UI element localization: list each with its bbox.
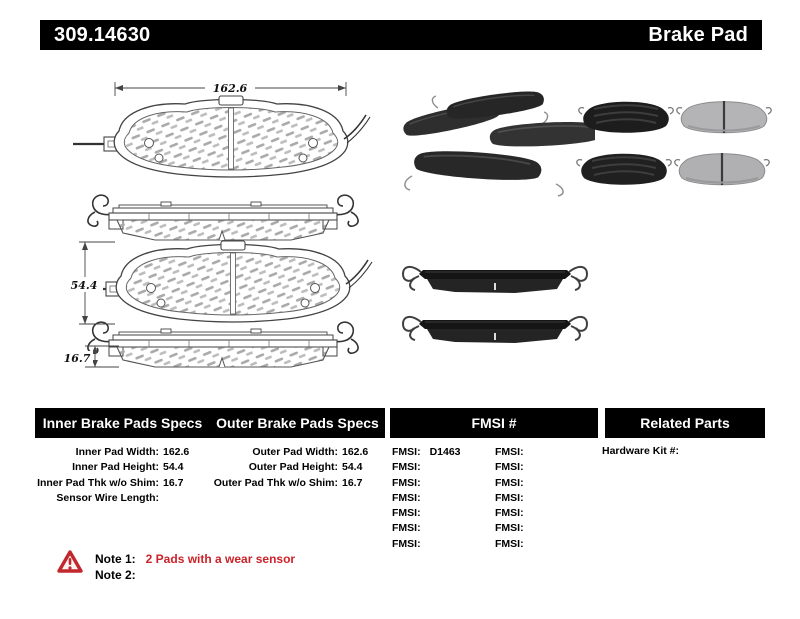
fmsi-label: FMSI:: [392, 491, 421, 504]
pad-edge-view-1: [88, 195, 358, 240]
fmsi-label: FMSI:: [495, 461, 524, 474]
product-name: Brake Pad: [648, 23, 748, 46]
dim-height-label: 54.4: [71, 279, 98, 292]
part-number: 309.14630: [54, 23, 151, 46]
pads-photo-angled-image: [401, 88, 595, 197]
spec-value: 162.6: [342, 446, 369, 458]
spec-label: Outer Pad Width:: [252, 446, 338, 458]
dim-width-label: 162.6: [213, 82, 248, 95]
table-row: Inner Pad Thk w/o Shim: 16.7: [33, 476, 208, 491]
dim-thickness-label: 16.7: [64, 352, 91, 365]
fmsi-label: FMSI:: [392, 476, 421, 489]
spec-label: Inner Pad Thk w/o Shim:: [37, 476, 159, 489]
fmsi-label: FMSI:: [495, 537, 524, 550]
fmsi-label: FMSI:: [392, 537, 421, 550]
fmsi-label: FMSI:: [392, 461, 421, 474]
spec-value: 16.7: [342, 476, 363, 489]
note1-text: 2 Pads with a wear sensor: [145, 552, 296, 566]
fmsi-label: FMSI:: [495, 522, 524, 535]
table-row: FMSI: FMSI:: [392, 491, 598, 506]
dimension-thickness: 16.7: [61, 345, 119, 368]
fmsi-value: D1463: [429, 446, 461, 458]
related-parts-title: Related Parts: [640, 415, 730, 431]
related-parts-header: Related Parts: [605, 408, 765, 438]
table-row: Sensor Wire Length:: [33, 491, 208, 506]
technical-drawing: 162.6 54.4 16.7: [61, 80, 374, 392]
notes: Note 1: 2 Pads with a wear sensor Note 2…: [95, 551, 295, 583]
note2-label: Note 2:: [95, 568, 136, 582]
outer-specs-table: Outer Pad Width: 162.6 Outer Pad Height:…: [208, 445, 385, 491]
spec-label: Inner Pad Width:: [75, 446, 159, 458]
spec-label: Outer Pad Height:: [248, 461, 338, 474]
hardware-kit-label: Hardware Kit #:: [602, 445, 680, 457]
pad-front-view-2: [73, 239, 374, 324]
spec-label: Inner Pad Height:: [72, 461, 159, 474]
table-row: Outer Pad Width: 162.6: [208, 445, 385, 460]
fmsi-label: FMSI:: [495, 507, 524, 520]
title-bar: 309.14630 Brake Pad: [40, 20, 762, 50]
table-row: FMSI: FMSI:: [392, 460, 598, 475]
fmsi-label: FMSI:: [392, 446, 421, 458]
pad-edge-view-2: [88, 322, 358, 367]
fmsi-label: FMSI:: [495, 446, 524, 458]
note1-label: Note 1:: [95, 552, 136, 566]
spec-label: Sensor Wire Length:: [56, 491, 159, 504]
table-row: Inner Pad Height: 54.4: [33, 460, 208, 475]
table-row: FMSI: FMSI:: [392, 506, 598, 521]
table-row: FMSI: FMSI:: [392, 537, 598, 552]
table-row: FMSI: D1463 FMSI:: [392, 445, 598, 460]
fmsi-title: FMSI #: [471, 415, 517, 431]
inner-specs-title: Inner Brake Pads Specs: [42, 415, 203, 431]
spec-value: 54.4: [163, 461, 184, 474]
spec-label: Outer Pad Thk w/o Shim:: [213, 476, 338, 489]
fmsi-label: FMSI:: [495, 491, 524, 504]
fmsi-label: FMSI:: [392, 507, 421, 520]
pads-photo-side-image: [395, 250, 595, 362]
pads-photo-flat-image: [576, 101, 772, 186]
pads-specs-header: Inner Brake Pads Specs Outer Brake Pads …: [35, 408, 385, 438]
related-parts-table: Hardware Kit #:: [602, 445, 684, 457]
inner-specs-table: Inner Pad Width: 162.6 Inner Pad Height:…: [33, 445, 208, 506]
pad-front-view-1: [71, 94, 372, 179]
fmsi-label: FMSI:: [392, 522, 421, 535]
note-2: Note 2:: [95, 567, 295, 583]
spec-value: 54.4: [342, 461, 363, 474]
table-row: FMSI: FMSI:: [392, 476, 598, 491]
dimension-width: 162.6: [114, 80, 347, 96]
table-row: Inner Pad Width: 162.6: [33, 445, 208, 460]
fmsi-label: FMSI:: [495, 476, 524, 489]
table-row: Outer Pad Height: 54.4: [208, 460, 385, 475]
warning-triangle-icon: [57, 550, 83, 573]
fmsi-header: FMSI #: [390, 408, 598, 438]
spec-value: 162.6: [163, 446, 190, 458]
table-row: Outer Pad Thk w/o Shim: 16.7: [208, 476, 385, 491]
fmsi-table: FMSI: D1463 FMSI: FMSI: FMSI: FMSI: FMSI:…: [392, 445, 598, 552]
dimension-height: 54.4: [65, 241, 115, 325]
spec-value: 16.7: [163, 476, 184, 489]
note-1: Note 1: 2 Pads with a wear sensor: [95, 551, 295, 567]
outer-specs-title: Outer Brake Pads Specs: [216, 415, 379, 431]
table-row: FMSI: FMSI:: [392, 521, 598, 536]
